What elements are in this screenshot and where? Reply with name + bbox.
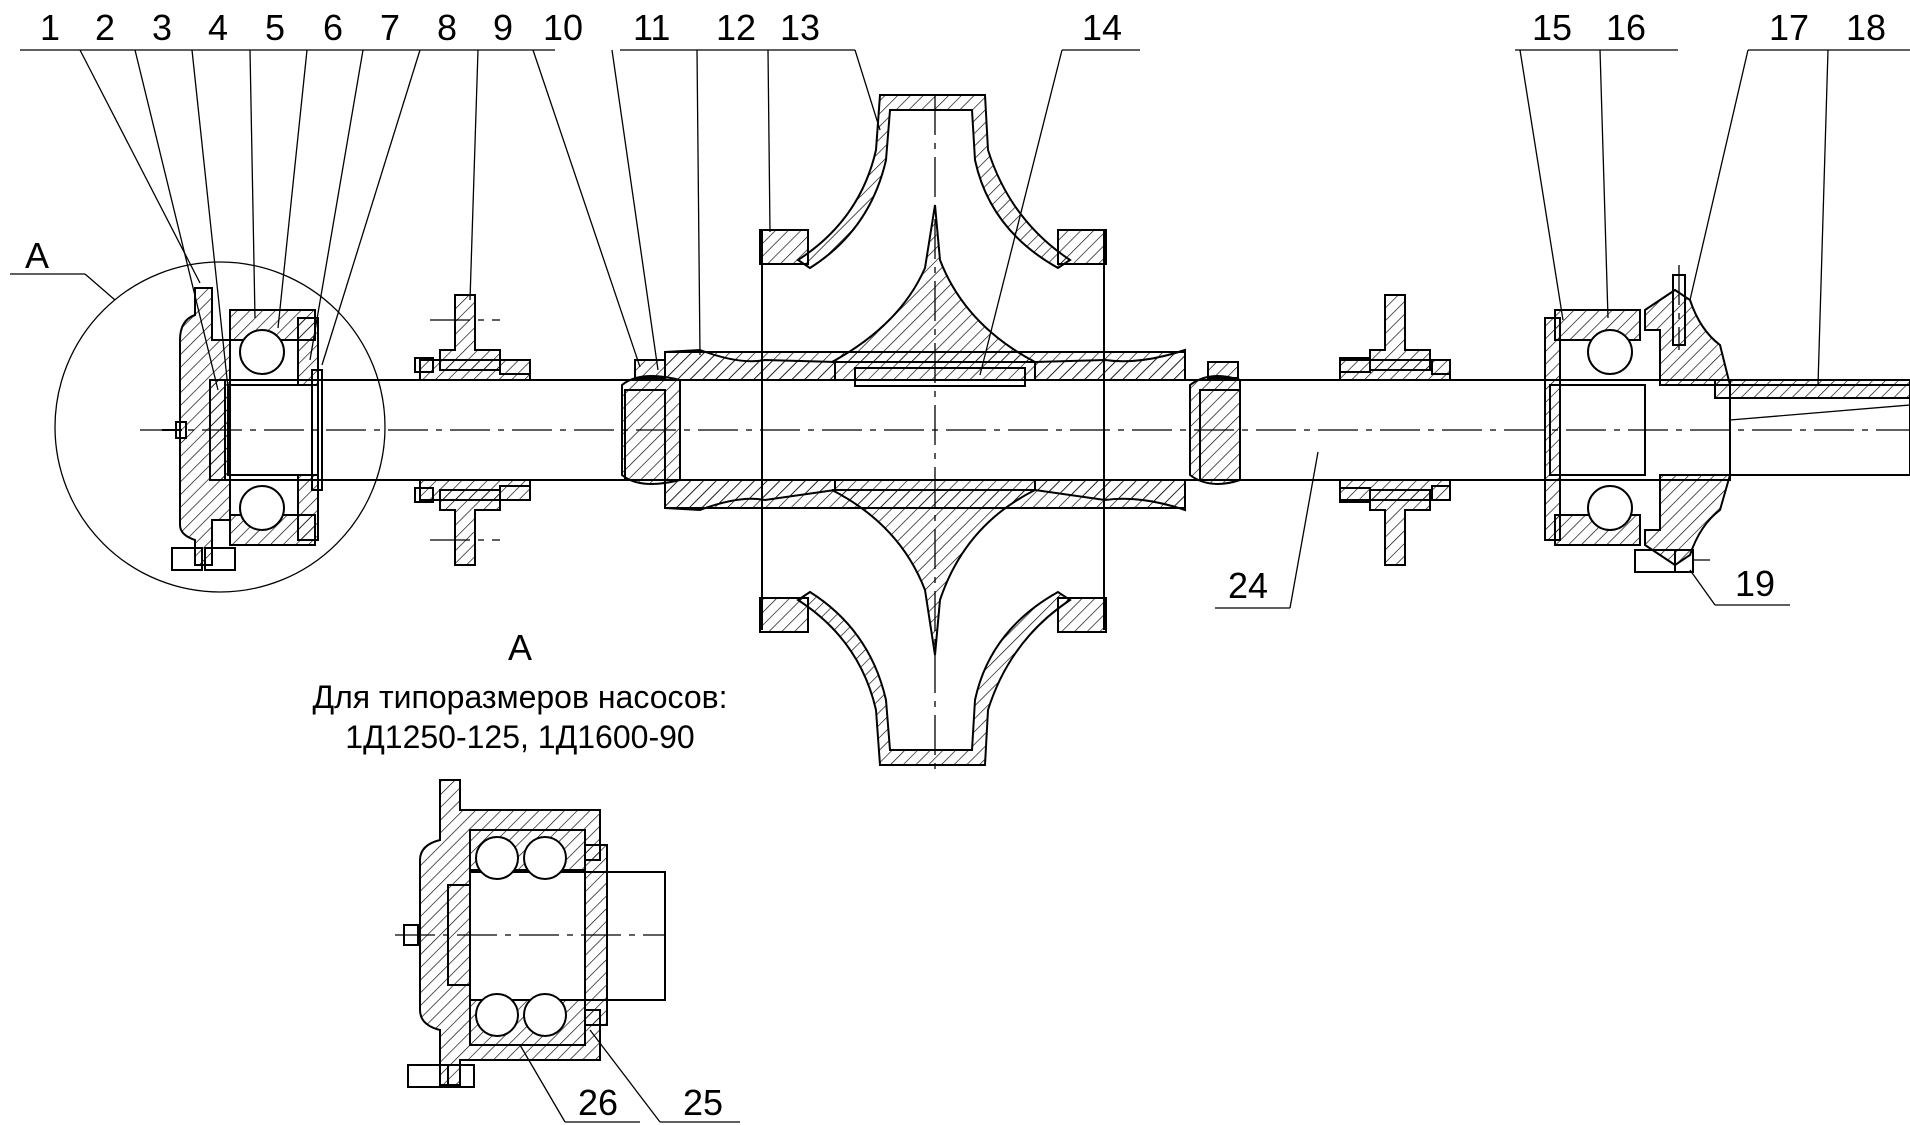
callout-15: 15 xyxy=(1532,7,1572,48)
detail-ref-letter: А xyxy=(25,235,49,276)
detail-a-view xyxy=(395,779,666,1088)
callout-2: 2 xyxy=(95,7,115,48)
callout-25: 25 xyxy=(683,1082,723,1123)
callout-26: 26 xyxy=(578,1082,618,1123)
callout-numbers-bottom: 24 19 xyxy=(1215,451,1790,609)
right-gland xyxy=(1339,294,1451,566)
callout-9: 9 xyxy=(493,7,513,48)
shaft-sleeves xyxy=(621,359,1241,485)
callout-14: 14 xyxy=(1082,7,1122,48)
callout-11: 11 xyxy=(633,7,670,48)
impeller xyxy=(664,94,1186,770)
left-gland xyxy=(414,294,531,566)
detail-caption-line2: 1Д1250-125, 1Д1600-90 xyxy=(345,719,694,755)
callout-13: 13 xyxy=(780,7,820,48)
callout-7: 7 xyxy=(380,7,400,48)
detail-callouts: 26 25 xyxy=(519,1029,740,1123)
detail-title: А xyxy=(508,627,532,668)
callout-3: 3 xyxy=(152,7,172,48)
callout-18: 18 xyxy=(1846,7,1886,48)
callout-24: 24 xyxy=(1228,565,1268,606)
detail-caption: А Для типоразмеров насосов: 1Д1250-125, … xyxy=(312,627,727,755)
callout-12: 12 xyxy=(716,7,756,48)
callout-1: 1 xyxy=(40,7,60,48)
callout-leaders xyxy=(79,49,1829,391)
callout-8: 8 xyxy=(437,7,457,48)
callout-numbers-top: 1 2 3 4 5 6 7 8 9 10 11 12 13 14 15 16 1… xyxy=(40,7,1886,48)
detail-circle xyxy=(54,261,386,593)
callout-17: 17 xyxy=(1769,7,1809,48)
callout-6: 6 xyxy=(323,7,343,48)
callout-19: 19 xyxy=(1735,563,1775,604)
detail-reference: А xyxy=(10,235,386,593)
callout-4: 4 xyxy=(208,7,228,48)
detail-caption-line1: Для типоразмеров насосов: xyxy=(312,679,727,715)
callout-10: 10 xyxy=(543,7,583,48)
left-bearing-assembly xyxy=(162,287,323,571)
callout-16: 16 xyxy=(1606,7,1646,48)
callout-5: 5 xyxy=(265,7,285,48)
right-bearing-assembly xyxy=(1544,265,1732,573)
